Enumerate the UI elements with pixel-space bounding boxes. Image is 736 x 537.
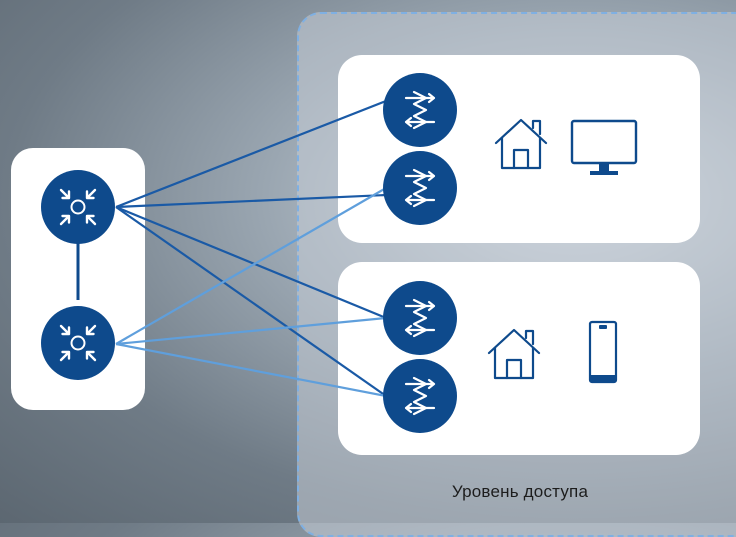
link-core2-access4: [115, 342, 387, 398]
network-diagram: [41, 73, 638, 433]
home-icon: [487, 328, 541, 380]
core-router-icon[interactable]: [41, 170, 115, 244]
monitor-icon: [570, 119, 638, 175]
access-switch-icon[interactable]: [383, 281, 457, 355]
core-router-icon[interactable]: [41, 306, 115, 380]
access-switch-icon[interactable]: [383, 151, 457, 225]
access-layer-label: Уровень доступа: [451, 482, 589, 501]
link-core1-access2: [115, 193, 387, 209]
link-core2-access3: [115, 316, 387, 346]
link-core2-access2: [115, 187, 387, 345]
smartphone-icon: [588, 320, 618, 384]
link-core1-access3: [115, 205, 387, 320]
home-icon: [494, 118, 548, 170]
link-core1-access4: [115, 206, 387, 397]
access-switch-icon[interactable]: [383, 359, 457, 433]
core2-uplinks: [115, 187, 387, 398]
access-switch-icon[interactable]: [383, 73, 457, 147]
core1-uplinks: [115, 99, 387, 397]
link-core1-access1: [115, 99, 387, 209]
